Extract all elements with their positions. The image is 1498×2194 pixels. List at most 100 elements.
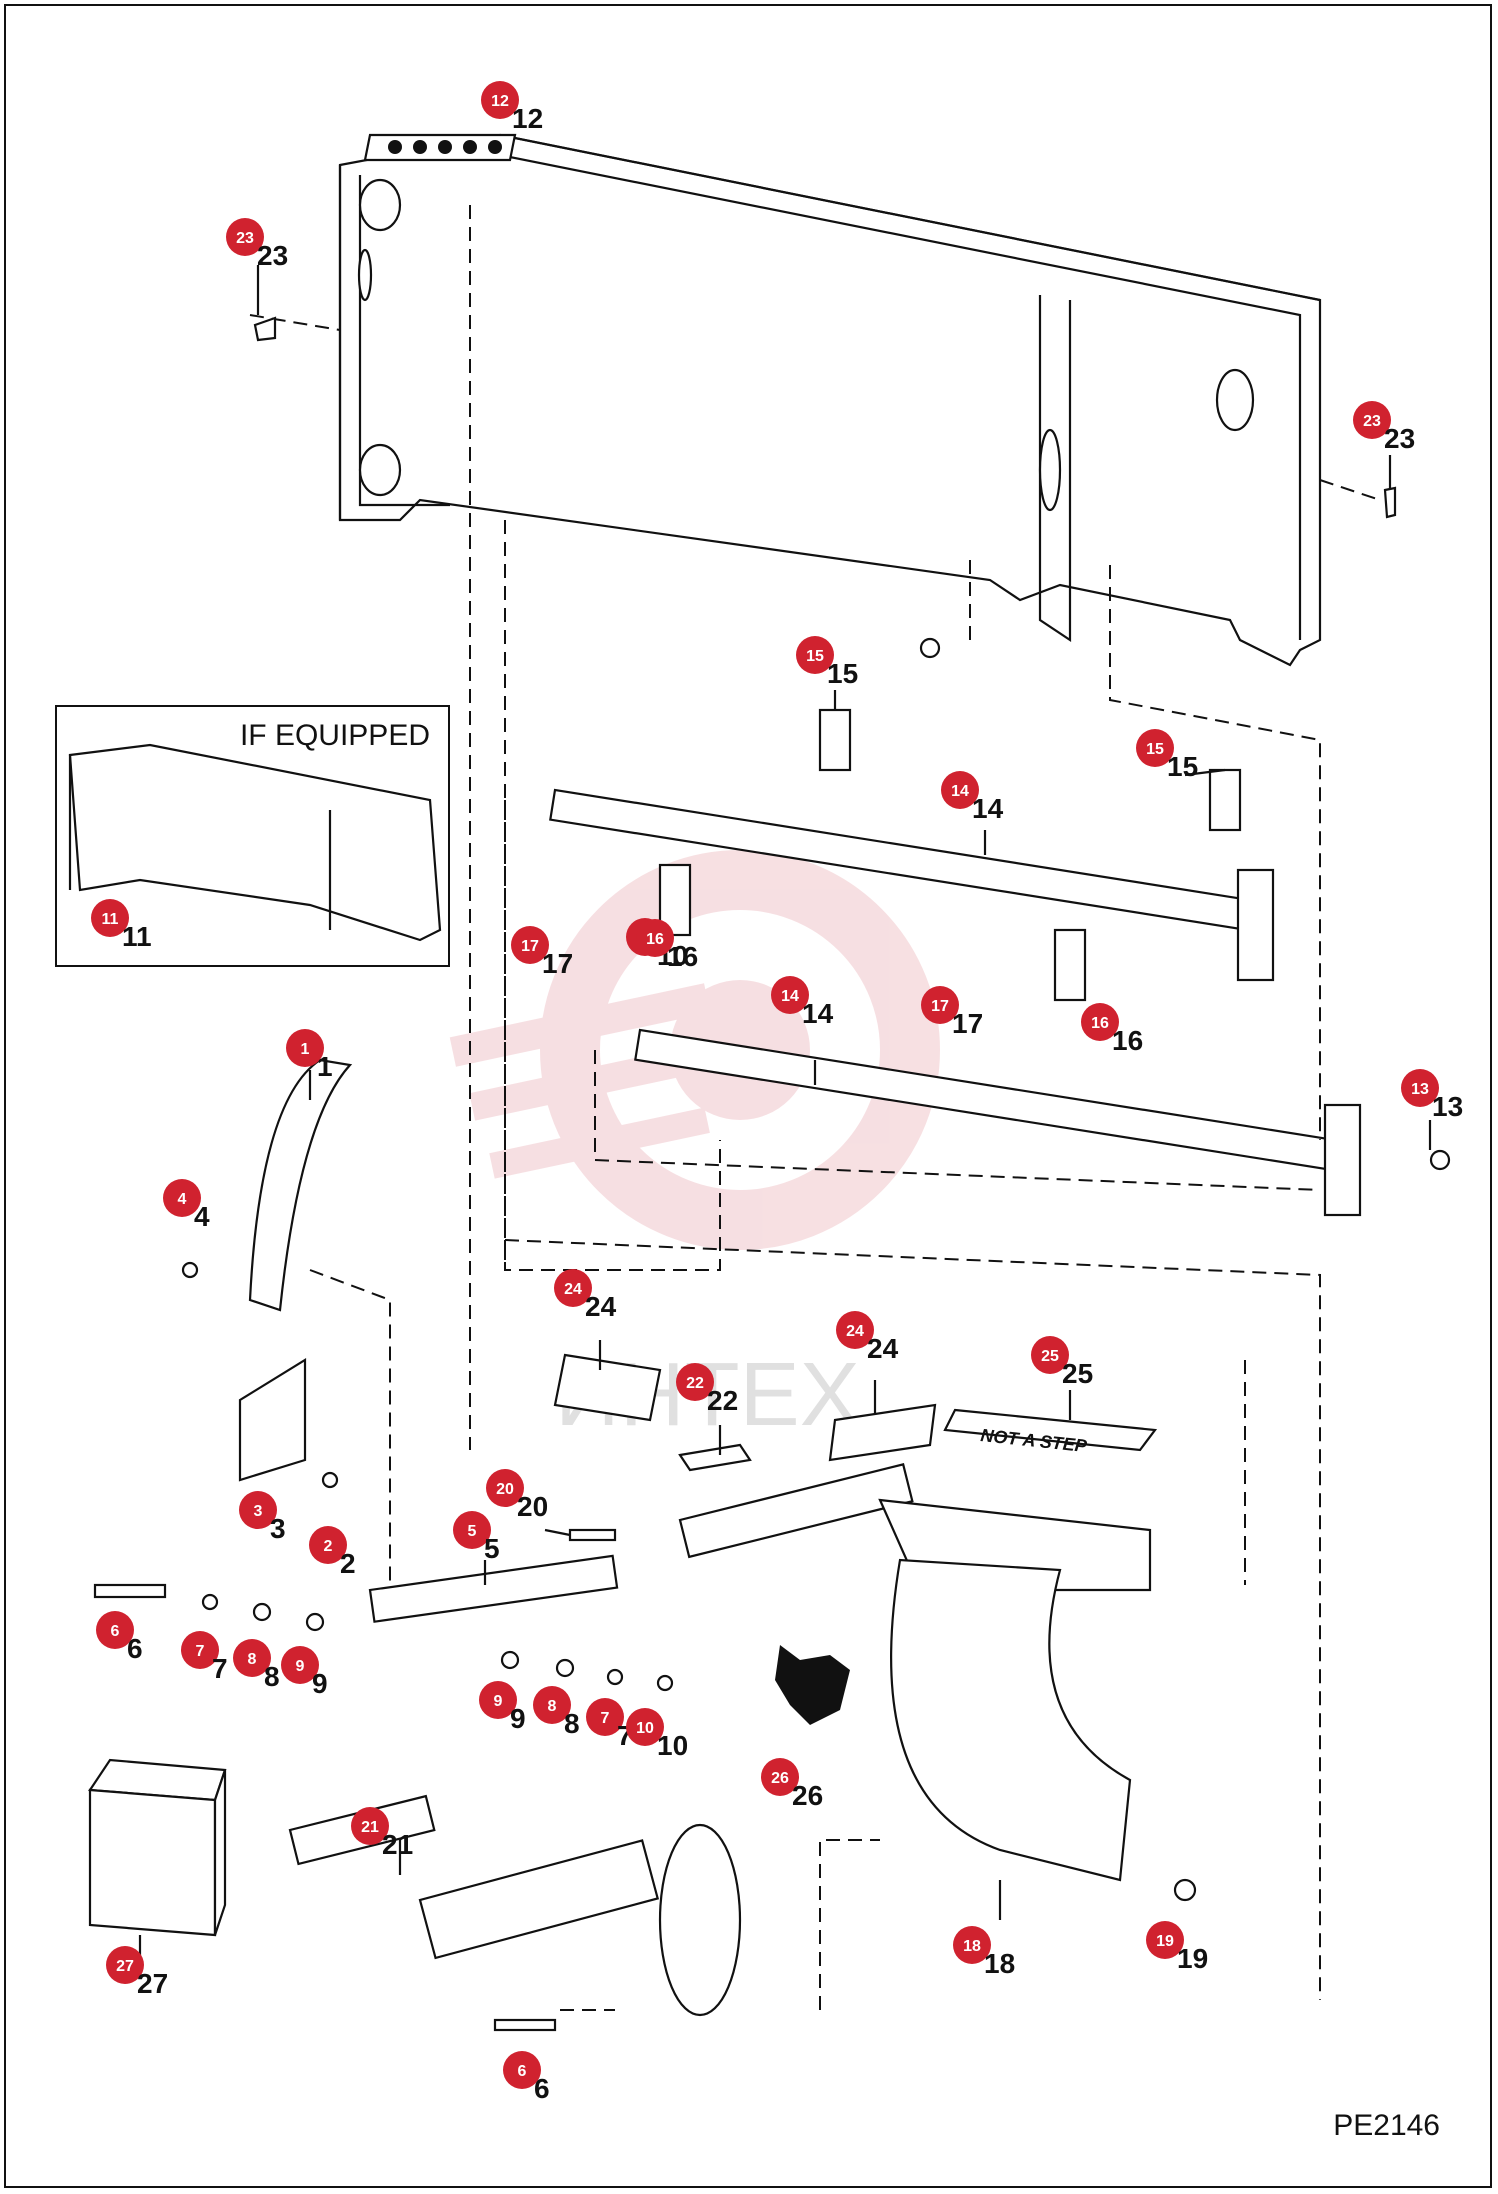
callout-badge-18: [953, 1926, 991, 1964]
callout-badge-25: [1031, 1336, 1069, 1374]
callout-number-9: 9: [510, 1703, 526, 1734]
callout-badge-label-7: 7: [601, 1710, 610, 1727]
callout-number-8: 8: [264, 1661, 280, 1692]
hardware: [93, 637, 1451, 2032]
callout-badge-8: [533, 1686, 571, 1724]
callout-badge-3: [239, 1491, 277, 1529]
callout-badge-7: [181, 1631, 219, 1669]
callout-number-19: 19: [1177, 1943, 1208, 1974]
callout-number-27: 27: [137, 1968, 168, 1999]
callout-badge-label-9: 9: [296, 1658, 305, 1675]
callout-number-24: 24: [585, 1291, 617, 1322]
callout-markers: 1122334455666677778888999910101010111112…: [91, 81, 1463, 2104]
arm-parts: [238, 1058, 1152, 2017]
callout-badge-label-17: 17: [931, 998, 949, 1015]
callout-badge-label-6: 6: [518, 2063, 527, 2080]
callout-badge-label-16: 16: [1091, 1015, 1109, 1032]
callout-number-14: 14: [972, 793, 1004, 824]
callout-number-2: 2: [340, 1548, 356, 1579]
callout-badge-6: [96, 1611, 134, 1649]
watermark-logo: [449, 850, 940, 1250]
callout-badge-label-19: 19: [1156, 1933, 1174, 1950]
callout-number-15: 15: [827, 658, 858, 689]
callout-badge-label-10: 10: [636, 1720, 654, 1737]
callout-badge-14: [941, 771, 979, 809]
callout-badge-label-14: 14: [951, 783, 969, 800]
callout-badge-label-3: 3: [254, 1503, 263, 1520]
callout-number-15: 15: [1167, 751, 1198, 782]
callout-number-21: 21: [382, 1829, 413, 1860]
callout-number-3: 3: [270, 1513, 286, 1544]
callout-number-16: 16: [1112, 1025, 1143, 1056]
callout-number-6: 6: [534, 2073, 550, 2104]
callout-badge-label-23: 23: [236, 230, 254, 247]
callout-badge-label-17: 17: [521, 938, 539, 955]
callout-number-13: 13: [1432, 1091, 1463, 1122]
callout-badge-17: [921, 986, 959, 1024]
callout-badge-8: [233, 1639, 271, 1677]
callout-number-5: 5: [484, 1533, 500, 1564]
callout-badge-label-22: 22: [686, 1375, 704, 1392]
callout-badge-24: [554, 1269, 592, 1307]
callout-badge-9: [281, 1646, 319, 1684]
callout-number-7: 7: [212, 1653, 228, 1684]
callout-badge-label-8: 8: [248, 1651, 257, 1668]
inset-label: IF EQUIPPED: [240, 719, 430, 752]
callout-badge-14: [771, 976, 809, 1014]
callout-number-6: 6: [127, 1633, 143, 1664]
callout-badge-label-23: 23: [1363, 413, 1381, 430]
callout-number-18: 18: [984, 1948, 1015, 1979]
callout-badge-label-5: 5: [468, 1523, 477, 1540]
pivot-tubes: [549, 788, 1362, 1217]
callout-number-17: 17: [542, 948, 573, 979]
callout-badge-10: [626, 1708, 664, 1746]
callout-badge-label-4: 4: [178, 1191, 187, 1208]
callout-badge-label-11: 11: [102, 911, 119, 928]
callout-number-17: 17: [952, 1008, 983, 1039]
callout-number-23: 23: [1384, 423, 1415, 454]
callout-badge-12: [481, 81, 519, 119]
callout-number-23: 23: [257, 240, 288, 271]
callout-badge-23: [1353, 401, 1391, 439]
callout-badge-label-14: 14: [781, 988, 799, 1005]
callout-badge-2: [309, 1526, 347, 1564]
callout-badge-11: [91, 899, 129, 937]
callout-badge-label-16: 16: [646, 931, 664, 948]
callout-number-14: 14: [802, 998, 834, 1029]
callout-badge-label-24: 24: [846, 1323, 864, 1340]
callout-badge-4: [163, 1179, 201, 1217]
callout-badge-label-15: 15: [1146, 741, 1164, 758]
diagram-frame: [4, 4, 1492, 2188]
mounting-frame: [338, 133, 1322, 667]
callout-badge-label-13: 13: [1411, 1081, 1429, 1098]
callout-number-8: 8: [564, 1708, 580, 1739]
callout-badge-19: [1146, 1921, 1184, 1959]
callout-badge-label-18: 18: [963, 1938, 981, 1955]
callout-badge-9: [479, 1681, 517, 1719]
decals: [253, 316, 1397, 1472]
callout-badge-16: [1081, 1003, 1119, 1041]
callout-badge-label-6: 6: [111, 1623, 120, 1640]
callout-number-12: 12: [512, 103, 543, 134]
diagram-code: PE2146: [1333, 2109, 1440, 2142]
logo-decal: [775, 1645, 850, 1725]
callout-number-9: 9: [312, 1668, 328, 1699]
callout-badge-27: [106, 1946, 144, 1984]
callout-number-10: 10: [657, 1730, 688, 1761]
callout-number-25: 25: [1062, 1358, 1093, 1389]
callout-number-4: 4: [194, 1201, 210, 1232]
callout-badge-label-26: 26: [771, 1770, 789, 1787]
callout-number-20: 20: [517, 1491, 548, 1522]
callout-badge-1: [286, 1029, 324, 1067]
callout-badge-label-2: 2: [324, 1538, 333, 1555]
callout-badge-label-15: 15: [806, 648, 824, 665]
callout-badge-23: [226, 218, 264, 256]
callout-badge-15: [1136, 729, 1174, 767]
part-box: [88, 1758, 227, 1937]
callout-badge-13: [1401, 1069, 1439, 1107]
callout-badge-21: [351, 1807, 389, 1845]
callout-badge-15: [796, 636, 834, 674]
leader-lines: [138, 265, 1432, 1960]
callout-badge-label-27: 27: [116, 1958, 134, 1975]
